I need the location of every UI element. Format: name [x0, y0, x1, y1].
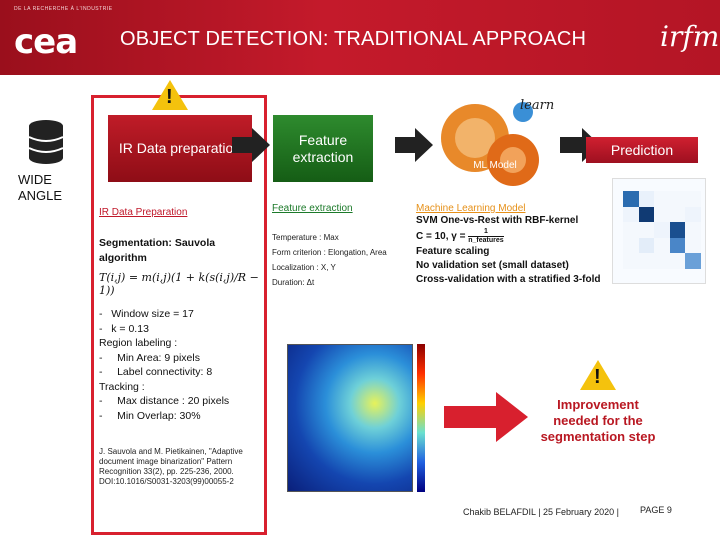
sklearn-logo: learn — [520, 98, 555, 113]
region-connectivity: - Label connectivity: 8 — [99, 366, 213, 378]
region-min-area: - Min Area: 9 pixels — [99, 351, 200, 364]
slide-title: OBJECT DETECTION: TRADITIONAL APPROACH — [120, 28, 587, 50]
warning-mark: ! — [166, 86, 173, 108]
param-window: - Window size = 17 — [99, 308, 194, 320]
svm-line: SVM One-vs-Rest with RBF-kernel — [416, 215, 579, 226]
tracking-distance: - Max distance : 20 pixels — [99, 395, 230, 407]
ir-section-title: IR Data Preparation — [99, 207, 188, 218]
improvement-note: Improvement needed for the segmentation … — [540, 397, 656, 444]
warning-icon — [152, 80, 188, 110]
header-bar: DE LA RECHERCHE À L'INDUSTRIE cea OBJECT… — [0, 0, 720, 75]
arrow-right-icon — [444, 392, 528, 442]
feature-extraction-label: Feature extraction — [292, 131, 354, 165]
cross-validation: Cross-validation with a stratified 3-fol… — [416, 274, 601, 286]
prediction-box: Prediction — [586, 137, 698, 163]
gamma-denominator: n_features — [468, 237, 504, 244]
feature-localization: Localization : X, Y — [272, 263, 336, 272]
confusion-matrix — [612, 178, 706, 284]
region-heading: Region labeling : — [99, 337, 178, 349]
feature-extraction-box: Feature extraction — [273, 115, 373, 182]
database-icon — [28, 120, 64, 164]
ml-section-title: Machine Learning Model — [416, 203, 526, 214]
ir-data-preparation-label: IR Data preparation — [118, 140, 242, 156]
warning-mark: ! — [594, 366, 601, 388]
ml-model-label: ML Model — [473, 160, 517, 171]
feature-scaling: Feature scaling — [416, 246, 490, 258]
irfm-logo: irfm — [660, 20, 720, 53]
feature-extraction-panel: Feature extraction Temperature : Max For… — [272, 203, 422, 290]
svm-params: C = 10, γ = 1 n_features — [416, 228, 504, 244]
feature-section-title: Feature extraction — [272, 203, 353, 214]
ir-data-preparation-panel: IR Data Preparation Segmentation: Sauvol… — [99, 207, 259, 423]
ir-thermal-image — [271, 332, 436, 500]
segmentation-heading: Segmentation: Sauvola algorithm — [99, 237, 216, 264]
prediction-label: Prediction — [610, 141, 674, 158]
arrow-right-icon — [395, 128, 433, 162]
gears-icon — [441, 102, 539, 186]
camera-label: WIDE ANGLE — [18, 172, 63, 203]
sauvola-formula: T(i,j) = m(i,j)(1 + k(s(i,j)/R − 1)) — [99, 271, 259, 297]
page-number: PAGE 9 — [640, 505, 672, 515]
gamma-numerator: 1 — [468, 228, 504, 237]
ml-model-panel: Machine Learning Model SVM One-vs-Rest w… — [416, 203, 612, 287]
header-tagline: DE LA RECHERCHE À L'INDUSTRIE — [14, 6, 113, 12]
feature-form: Form criterion : Elongation, Area — [272, 248, 387, 257]
footer-author: Chakib BELAFDIL | 25 February 2020 | — [463, 507, 619, 517]
feature-temperature: Temperature : Max — [272, 233, 339, 242]
no-validation: No validation set (small dataset) — [416, 260, 569, 272]
ir-data-preparation-box: IR Data preparation — [108, 115, 252, 182]
warning-icon — [580, 360, 616, 390]
tracking-overlap: - Min Overlap: 30% — [99, 409, 201, 422]
tracking-heading: Tracking : — [99, 380, 145, 393]
arrow-right-icon — [232, 128, 270, 162]
reference-citation[interactable]: J. Sauvola and M. Pietikainen, "Adaptive… — [99, 447, 243, 486]
cea-logo: cea — [14, 22, 78, 62]
param-k: - k = 0.13 — [99, 322, 149, 335]
feature-duration: Duration: Δt — [272, 278, 315, 287]
